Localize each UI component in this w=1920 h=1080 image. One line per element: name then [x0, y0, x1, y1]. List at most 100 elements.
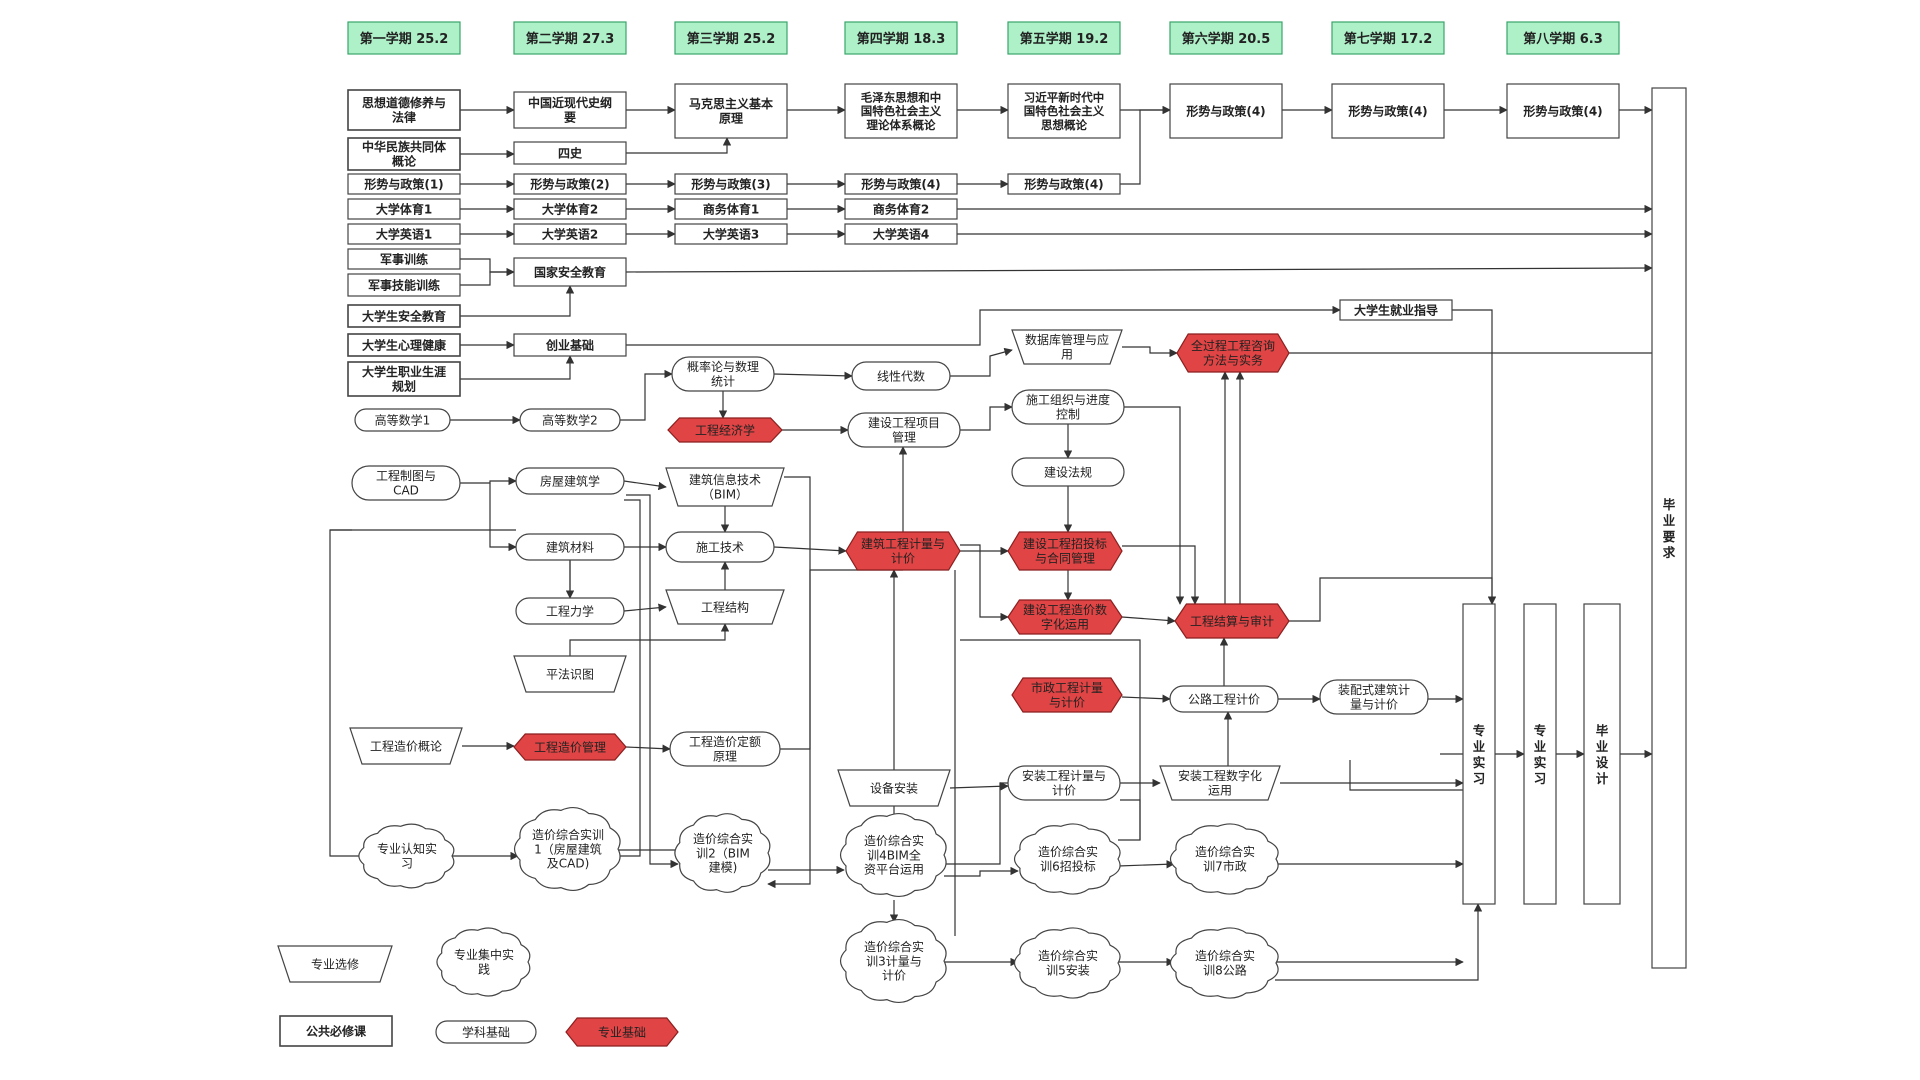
connector — [623, 480, 667, 491]
course-xszc4a-label: 形势与政策(4) — [861, 176, 940, 191]
course-ztb: 建设工程招投标与合同管理 — [1007, 531, 1123, 571]
course-jzcl: 建筑材料 — [515, 533, 625, 561]
course-zps-label: 装配式建筑计量与计价 — [1338, 682, 1410, 711]
course-szjl-label: 市政工程计量与计价 — [1031, 680, 1103, 709]
course-zjgl: 工程造价概论 — [349, 727, 463, 765]
legend-elective-label: 专业选修 — [311, 956, 359, 971]
course-swty1-shape — [674, 198, 788, 220]
course-aqjy-shape — [347, 304, 461, 328]
semester-header-4: 第四学期 18.3 — [844, 21, 958, 55]
legend-elective-shape — [277, 945, 393, 983]
semester-header-label: 第五学期 19.2 — [1020, 31, 1109, 47]
course-glgc: 公路工程计价 — [1169, 685, 1279, 713]
course-glsl-shape — [671, 356, 775, 392]
legend-elective: 专业选修 — [277, 945, 393, 983]
course-dxty2: 大学体育2 — [513, 198, 627, 220]
vertical-bar-label: 专业实习 — [1534, 723, 1547, 786]
course-gdsx2-shape — [519, 408, 621, 432]
semester-header-box — [1506, 21, 1620, 55]
course-gclx-shape — [515, 597, 625, 625]
course-gcjg-label: 工程结构 — [701, 599, 749, 614]
course-sx1-shape — [513, 806, 621, 892]
course-jzcl-shape — [515, 533, 625, 561]
course-aqjy: 大学生安全教育 — [347, 304, 461, 328]
course-gjaq-shape — [513, 257, 627, 287]
connector — [623, 603, 667, 612]
course-fwjz-shape — [515, 467, 625, 495]
course-sx4-label: 造价综合实训4BIM全资平台运用 — [864, 833, 924, 877]
connector — [767, 476, 811, 889]
connector — [626, 305, 1341, 346]
course-jsxl: 军事训练 — [347, 248, 461, 270]
course-xszc4a: 形势与政策(4) — [844, 173, 958, 195]
connector — [1452, 309, 1497, 605]
legend-major: 专业基础 — [565, 1017, 679, 1047]
course-zysy-shape — [347, 361, 461, 397]
course-jsxmgl-shape — [847, 412, 961, 448]
course-xszc4e: 形势与政策(4) — [1506, 83, 1620, 139]
course-fwjz: 房屋建筑学 — [515, 467, 625, 495]
semester-header-label: 第六学期 20.5 — [1182, 31, 1271, 47]
course-aqjy-label: 大学生安全教育 — [362, 308, 446, 323]
connector — [1120, 105, 1171, 185]
course-zhmz-label: 中华民族共同体概论 — [362, 139, 447, 168]
course-sishi-label: 四史 — [558, 145, 583, 160]
course-xszc4a-shape — [844, 173, 958, 195]
course-jssj: 工程结算与审计 — [1174, 603, 1290, 639]
legend-major-label: 专业基础 — [598, 1024, 646, 1039]
course-qgczx-shape — [1176, 333, 1290, 373]
course-jzcl-label: 建筑材料 — [546, 539, 594, 554]
course-pfst-shape — [513, 655, 627, 693]
course-pfst: 平法识图 — [513, 655, 627, 693]
semester-header-box — [513, 21, 627, 55]
connector — [625, 744, 671, 753]
course-qgczx-label: 全过程工程咨询方法与实务 — [1191, 338, 1275, 367]
course-zps: 装配式建筑计量与计价 — [1319, 679, 1429, 715]
semester-header-8: 第八学期 6.3 — [1506, 21, 1620, 55]
course-jzjl: 建筑工程计量与计价 — [845, 531, 961, 571]
course-szjl: 市政工程计量与计价 — [1011, 677, 1123, 713]
course-bim-shape — [665, 467, 785, 507]
course-dxyy2: 大学英语2 — [513, 223, 627, 245]
connector — [780, 569, 903, 750]
course-cyjc-label: 创业基础 — [545, 337, 594, 352]
course-zgjd-label: 中国近现代史纲要 — [528, 95, 612, 124]
semester-header-label: 第三学期 25.2 — [687, 31, 776, 47]
semester-header-1: 第一学期 25.2 — [347, 21, 461, 55]
course-sx7-label: 造价综合实训7市政 — [1195, 844, 1255, 873]
legend-basic: 学科基础 — [435, 1020, 537, 1044]
course-xszc1: 形势与政策(1) — [347, 173, 461, 195]
course-zgjd-shape — [513, 91, 627, 129]
course-mkss-shape — [674, 83, 788, 139]
course-gcjjx-label: 工程经济学 — [695, 422, 755, 437]
course-gcjjx-shape — [667, 417, 783, 443]
course-gczt-shape — [351, 465, 461, 501]
course-zhmz: 中华民族共同体概论 — [347, 137, 461, 171]
course-jsfg-label: 建设法规 — [1044, 464, 1092, 479]
course-xljk: 大学生心理健康 — [347, 333, 461, 357]
semester-header-3: 第三学期 25.2 — [674, 21, 788, 55]
course-sx4-shape — [839, 812, 947, 898]
course-xxds: 线性代数 — [851, 361, 951, 391]
course-swty2-label: 商务体育2 — [873, 201, 929, 216]
course-xszc4c-shape — [1169, 83, 1283, 139]
course-sxdd-label: 思想道德修养与法律 — [362, 95, 446, 124]
course-xszc4d: 形势与政策(4) — [1331, 83, 1445, 139]
course-sx6-label: 造价综合实训6招投标 — [1038, 844, 1098, 873]
course-szh-label: 建设工程造价数字化运用 — [1023, 602, 1107, 631]
course-sxdd: 思想道德修养与法律 — [347, 89, 461, 131]
connector — [460, 355, 575, 380]
connector — [460, 267, 515, 286]
course-xszc3: 形势与政策(3) — [674, 173, 788, 195]
course-gclx-label: 工程力学 — [546, 603, 594, 618]
course-jsxl-shape — [347, 248, 461, 270]
connector — [1122, 545, 1200, 605]
course-swty1-label: 商务体育1 — [703, 201, 759, 216]
course-mkss: 马克思主义基本原理 — [674, 83, 788, 139]
course-sgjs: 施工技术 — [665, 531, 775, 563]
course-bim-label: 建筑信息技术（BIM） — [689, 472, 761, 501]
course-xxds-label: 线性代数 — [877, 368, 925, 383]
